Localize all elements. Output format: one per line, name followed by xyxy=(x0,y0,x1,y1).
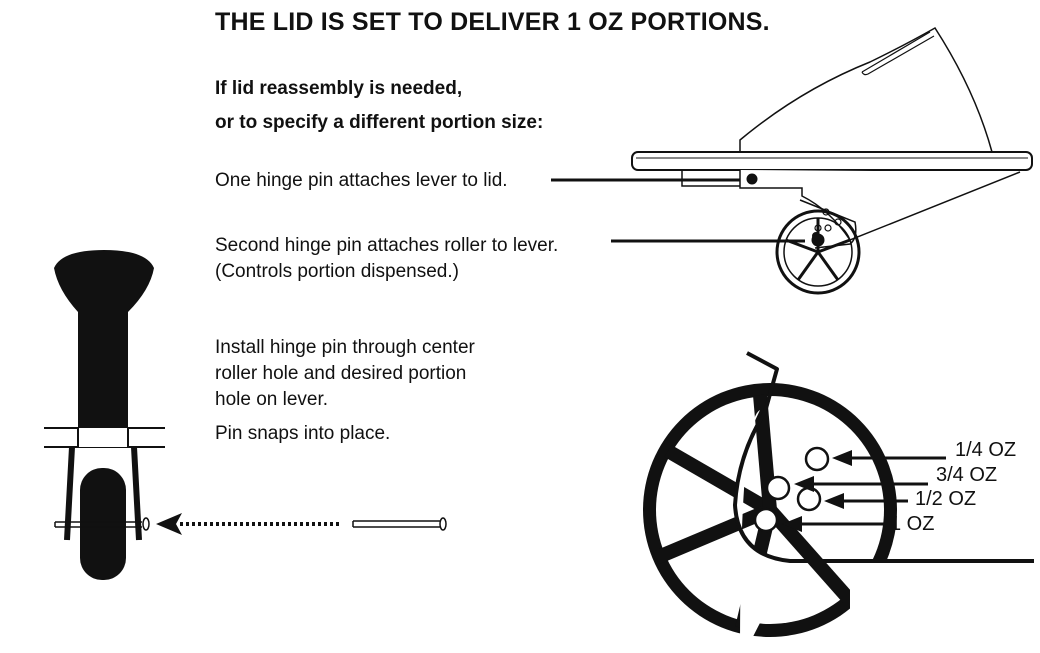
note-pin-snaps: Pin snaps into place. xyxy=(215,423,391,444)
hole-one-oz xyxy=(753,507,779,533)
label-one-oz: 1 OZ xyxy=(890,513,935,535)
hole-quarter-oz xyxy=(804,446,830,472)
label-quarter-oz: 1/4 OZ xyxy=(955,439,1017,461)
hinge-pin-lever xyxy=(746,173,758,185)
install-line-3: hole on lever. xyxy=(215,389,329,410)
install-line-2: roller hole and desired portion xyxy=(215,363,467,384)
label-half-oz: 1/2 OZ xyxy=(915,488,977,510)
roller-detail-illustration xyxy=(643,351,1034,653)
note-portion-control: (Controls portion dispensed.) xyxy=(215,261,459,282)
page-title: THE LID IS SET TO DELIVER 1 OZ PORTIONS. xyxy=(215,8,770,36)
hole-three-quarter-oz xyxy=(765,475,791,501)
insert-arrow xyxy=(156,513,342,535)
portion-arrows xyxy=(782,450,946,532)
hinge-pin-icon xyxy=(352,517,447,531)
handle-roller-illustration xyxy=(44,250,165,580)
label-three-quarter-oz: 3/4 OZ xyxy=(936,464,998,486)
subtitle-line-1: If lid reassembly is needed, xyxy=(215,78,463,99)
roller-wheel-small xyxy=(775,209,861,295)
install-line-1: Install hinge pin through center xyxy=(215,337,475,358)
hole-half-oz xyxy=(796,486,822,512)
note-hinge-lever: One hinge pin attaches lever to lid. xyxy=(215,170,508,191)
subtitle-line-2: or to specify a different portion size: xyxy=(215,112,544,133)
note-hinge-roller: Second hinge pin attaches roller to leve… xyxy=(215,235,559,256)
dispenser-lid-illustration xyxy=(631,26,1033,295)
